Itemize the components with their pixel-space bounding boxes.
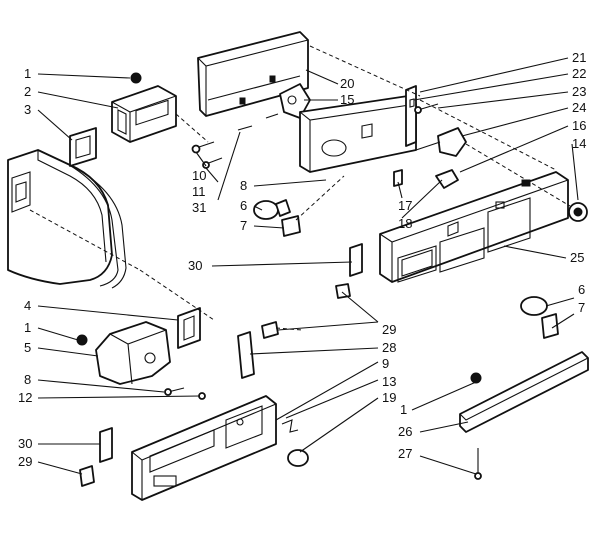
callout-23: 23 — [572, 84, 586, 99]
leader-lines — [37, 57, 579, 475]
callout-26: 26 — [398, 424, 412, 439]
callout-3: 3 — [24, 102, 31, 117]
callout-29-lower: 29 — [18, 454, 32, 469]
callout-19: 19 — [382, 390, 396, 405]
callout-8-lower: 8 — [24, 372, 31, 387]
callout-15: 15 — [340, 92, 354, 107]
callout-5: 5 — [24, 340, 31, 355]
control-panel-25 — [379, 171, 569, 283]
callout-1-right: 1 — [400, 402, 407, 417]
control-panel-9 — [131, 395, 277, 501]
callout-1: 1 — [24, 66, 31, 81]
cabinet-liner — [7, 149, 127, 289]
callout-31: 31 — [192, 200, 206, 215]
knob-19 — [287, 449, 309, 467]
motor-housing-5 — [95, 321, 171, 385]
knob-small-3 — [470, 372, 482, 384]
callout-20: 20 — [340, 76, 354, 91]
screw-31 — [237, 113, 279, 131]
screw-8-lower — [164, 387, 185, 396]
callout-30-upper: 30 — [188, 258, 202, 273]
callout-30-lower: 30 — [18, 436, 32, 451]
switch-24 — [415, 127, 467, 157]
part-13 — [281, 419, 299, 433]
callout-29-center: 29 — [382, 322, 396, 337]
screw-10 — [191, 141, 215, 154]
socket-18 — [435, 169, 459, 189]
callout-6-upper: 6 — [240, 198, 247, 213]
callout-7-upper: 7 — [240, 218, 247, 233]
callout-6-lower: 6 — [578, 282, 585, 297]
callout-21: 21 — [572, 50, 586, 65]
clip-29-center — [261, 321, 279, 339]
gasket-lower — [177, 307, 201, 349]
callout-14: 14 — [572, 136, 586, 151]
callout-27: 27 — [398, 446, 412, 461]
callout-18: 18 — [398, 216, 412, 231]
bracket-21 — [405, 85, 417, 147]
knob-14 — [568, 202, 588, 222]
callout-1-lower: 1 — [24, 320, 31, 335]
callout-13: 13 — [382, 374, 396, 389]
center-bracket-plate — [299, 95, 417, 173]
gasket-upper — [69, 127, 97, 167]
screw-23 — [414, 103, 439, 114]
assembly-lines — [29, 45, 571, 331]
callout-12: 12 — [18, 390, 32, 405]
lamp-socket-upper — [281, 215, 301, 237]
callout-24: 24 — [572, 100, 586, 115]
callout-9: 9 — [382, 356, 389, 371]
trim-strip-26 — [459, 351, 589, 433]
screw-17 — [393, 169, 403, 187]
callout-7-lower: 7 — [578, 300, 585, 315]
knob-small-2 — [76, 334, 88, 346]
callout-25: 25 — [570, 250, 584, 265]
knob-small-1 — [130, 72, 142, 84]
callout-labels: 1 2 3 4 1 5 8 12 30 29 10 11 31 8 6 7 30… — [18, 50, 586, 469]
screw-11 — [202, 157, 223, 169]
clip-29-upper — [335, 283, 351, 299]
callout-4: 4 — [24, 298, 31, 313]
callout-16: 16 — [572, 118, 586, 133]
screw-27 — [474, 448, 482, 480]
upper-control-housing — [111, 85, 177, 143]
callout-11: 11 — [192, 184, 206, 199]
callout-22: 22 — [572, 66, 586, 81]
clip-29-lower — [79, 465, 95, 487]
callout-17: 17 — [398, 198, 412, 213]
lamp-bulb-lower — [520, 296, 559, 339]
callout-28: 28 — [382, 340, 396, 355]
lamp-bulb-upper — [253, 199, 291, 220]
clip-30-lower — [99, 427, 113, 463]
clip-30-upper — [349, 243, 363, 277]
callout-10: 10 — [192, 168, 206, 183]
callout-2: 2 — [24, 84, 31, 99]
clip-28 — [237, 331, 255, 379]
switch-15 — [279, 83, 311, 119]
callout-8-center: 8 — [240, 178, 247, 193]
